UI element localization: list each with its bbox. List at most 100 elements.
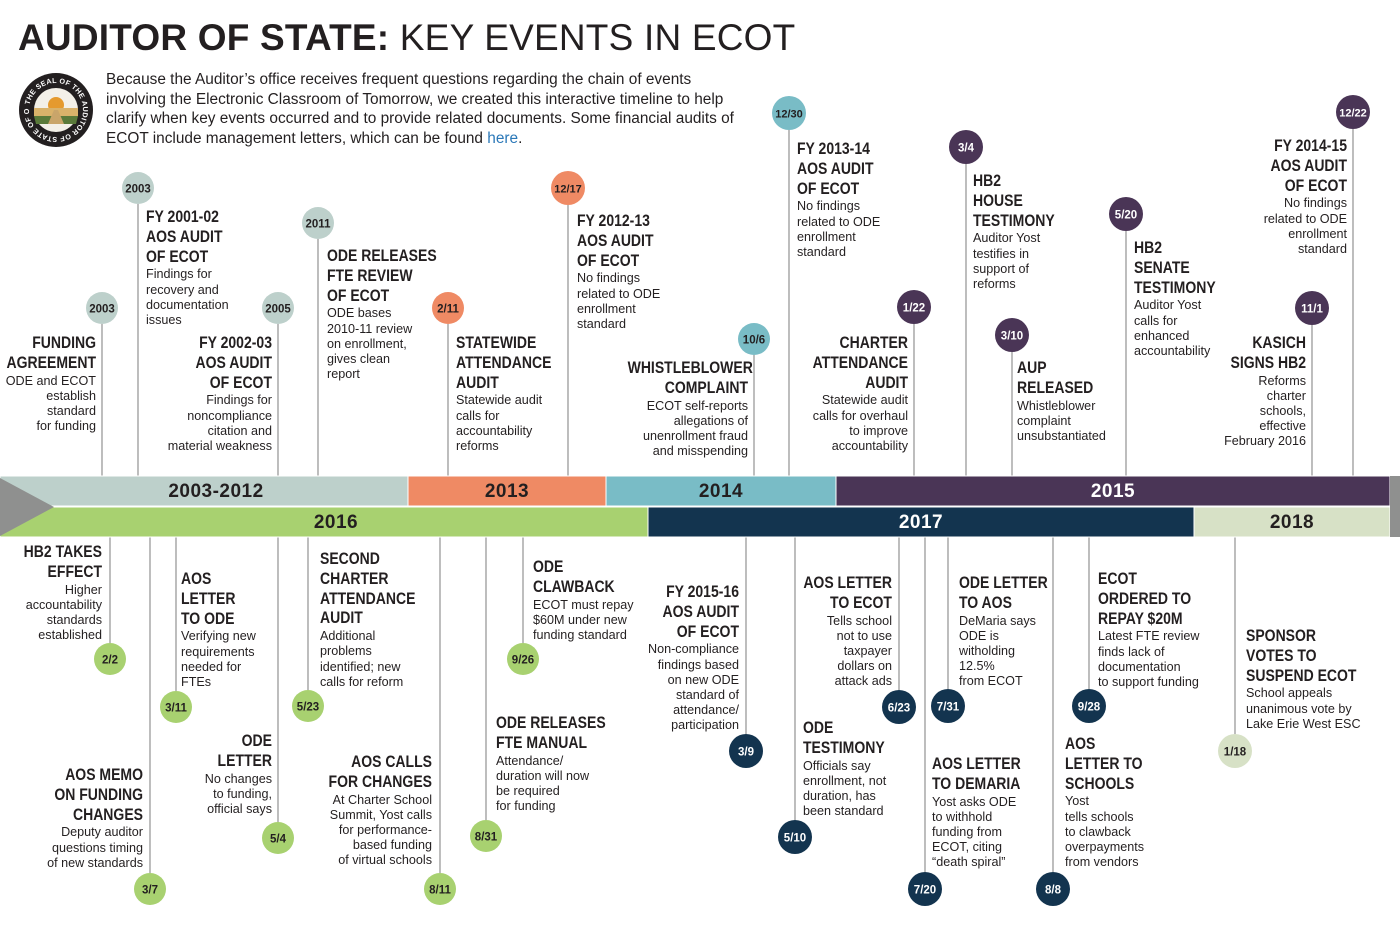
event-description-line: enrollment bbox=[797, 229, 856, 244]
event-description-line: related to ODE bbox=[797, 214, 881, 229]
event-description-line: standard bbox=[797, 245, 847, 259]
event-description-line: funding standard bbox=[533, 628, 627, 642]
event-description-line: requirements bbox=[181, 644, 255, 659]
event-title-line: FUNDING bbox=[32, 334, 96, 352]
event-title-line: EFFECT bbox=[47, 562, 102, 581]
event-description-line: witholding bbox=[959, 644, 1016, 658]
top-bar-3 bbox=[835, 475, 1391, 507]
event-description-line: 12.5% bbox=[959, 659, 995, 674]
date-marker-dot bbox=[908, 872, 942, 906]
event-title-line: OF ECOT bbox=[209, 373, 272, 392]
date-marker-dot bbox=[292, 690, 324, 722]
event-description-line: accountability bbox=[456, 423, 533, 438]
date-marker-dot bbox=[778, 820, 812, 854]
date-marker-label: 2005 bbox=[265, 304, 291, 316]
date-marker-label: 2003 bbox=[89, 304, 115, 316]
event-description-line: participation bbox=[671, 718, 739, 733]
event-title-line: TESTIMONY bbox=[803, 738, 885, 757]
event-description-line: enhanced bbox=[1134, 328, 1190, 343]
event-description-line: unanimous vote by bbox=[1246, 701, 1352, 716]
event-description-line: testifies in bbox=[973, 246, 1029, 261]
date-marker-label: 10/6 bbox=[743, 335, 765, 347]
event-title-line: ECOT bbox=[1098, 570, 1137, 588]
date-marker-dot bbox=[94, 643, 126, 675]
event-title-line: LETTER bbox=[181, 589, 236, 608]
event-title-line: AUDIT bbox=[456, 373, 499, 392]
event-title-line: HB2 bbox=[1134, 239, 1163, 257]
date-marker-label: 8/8 bbox=[1045, 885, 1062, 897]
date-marker-label: 3/9 bbox=[738, 747, 754, 759]
event-title-line: COMPLAINT bbox=[664, 378, 748, 397]
event-description-line: funding from bbox=[932, 825, 1003, 839]
event-description-line: from ECOT bbox=[959, 674, 1023, 689]
event-title-line: OF ECOT bbox=[676, 622, 739, 641]
event-description-line: not to use bbox=[836, 628, 892, 643]
event-description-line: enrollment bbox=[577, 301, 636, 316]
event-description-line: related to ODE bbox=[577, 286, 661, 301]
event-description-line: Statewide audit bbox=[821, 393, 908, 408]
event-description-line: established bbox=[38, 628, 102, 643]
event-description-line: overpayments bbox=[1065, 840, 1145, 854]
event-description-line: Latest FTE review bbox=[1098, 629, 1200, 644]
event-title-line: TO DEMARIA bbox=[932, 774, 1021, 793]
event-title-line: AUP bbox=[1017, 359, 1047, 377]
management-letters-link[interactable]: here bbox=[487, 129, 519, 147]
title-rest: KEY EVENTS IN ECOT bbox=[389, 17, 796, 58]
event-description-line: February 2016 bbox=[1224, 434, 1306, 449]
bottom-bar-2 bbox=[1193, 506, 1391, 538]
event-description-line: DeMaria says bbox=[959, 613, 1036, 628]
date-marker-dot bbox=[160, 691, 192, 723]
date-marker-label: 12/30 bbox=[775, 109, 803, 121]
timeline-start-arrow bbox=[0, 478, 54, 536]
event-description-line: Yost bbox=[1065, 794, 1090, 809]
event-description-line: unsubstantiated bbox=[1017, 429, 1106, 443]
event-title-line: SIGNS HB2 bbox=[1230, 353, 1306, 372]
date-marker-label: 3/11 bbox=[165, 703, 187, 715]
event-description-line: needed for bbox=[181, 659, 242, 674]
event-title-line: FY 2002-03 bbox=[199, 334, 272, 352]
bottom-bar-0 bbox=[0, 506, 649, 538]
event-title-line: ODE RELEASES bbox=[496, 714, 606, 732]
event-description-line: for funding bbox=[496, 799, 556, 814]
event-title-line: RELEASED bbox=[1017, 378, 1094, 397]
top-bar-1 bbox=[407, 475, 607, 507]
event-title-line: AOS AUDIT bbox=[797, 159, 874, 178]
date-marker-label: 5/20 bbox=[1115, 210, 1137, 222]
event-title-line: TESTIMONY bbox=[973, 211, 1055, 230]
event-description-line: to improve bbox=[849, 423, 908, 438]
event-description-line: calls for bbox=[1134, 313, 1178, 328]
event-title-line: AOS MEMO bbox=[65, 766, 143, 784]
event-description-line: No findings bbox=[577, 271, 641, 286]
